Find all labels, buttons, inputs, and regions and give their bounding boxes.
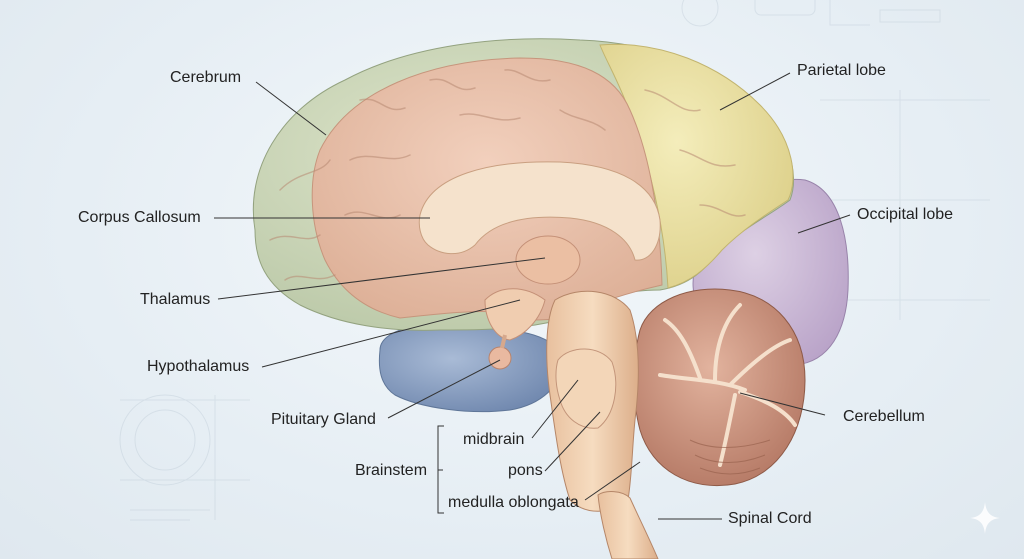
cerebellum [633, 288, 806, 487]
label-thalamus: Thalamus [140, 291, 211, 308]
corpus-callosum [418, 161, 661, 261]
label-hypothalamus: Hypothalamus [147, 358, 250, 375]
sparkle-icon [970, 502, 1000, 534]
label-parietal-lobe: Parietal lobe [797, 62, 886, 79]
thalamus [515, 235, 581, 285]
label-corpus-callosum: Corpus Callosum [78, 209, 201, 226]
spinal-cord [597, 491, 659, 559]
temporal-lobe [378, 323, 562, 413]
label-medulla-oblongata: medulla oblongata [448, 494, 579, 511]
background-decoration [119, 0, 990, 521]
cerebellum-tree [658, 303, 797, 467]
label-pituitary-gland: Pituitary Gland [271, 411, 376, 428]
label-occipital-lobe: Occipital lobe [857, 206, 954, 223]
pituitary-stalk [500, 334, 507, 349]
label-spinal-cord: Spinal Cord [728, 510, 812, 527]
label-brainstem: Brainstem [355, 462, 428, 479]
pituitary-gland [488, 346, 512, 370]
label-pons: pons [508, 462, 543, 479]
hypothalamus [484, 288, 546, 341]
cerebellum-folia [689, 439, 771, 475]
leader-lines [214, 72, 851, 520]
gyri-texture [269, 69, 746, 281]
label-cerebrum: Cerebrum [170, 69, 242, 86]
pons [555, 348, 617, 429]
label-midbrain: midbrain [463, 431, 525, 448]
label-cerebellum: Cerebellum [843, 408, 925, 425]
